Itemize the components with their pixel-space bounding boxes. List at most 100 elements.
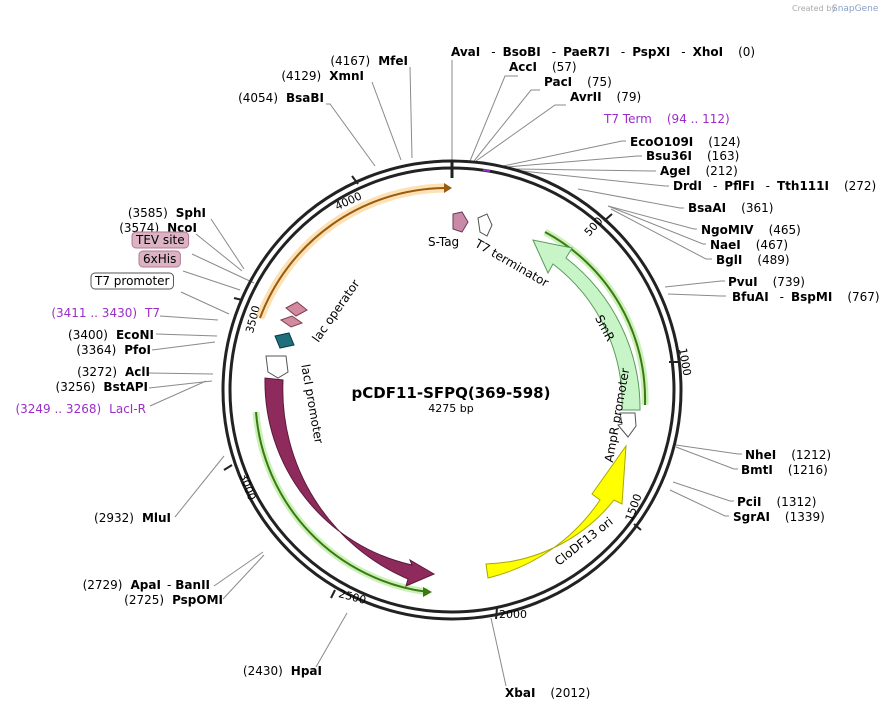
laci-promoter-label: lacI promoter — [298, 363, 326, 445]
site-label-xhoi: XhoI — [693, 45, 724, 59]
t7-term-marker — [482, 169, 491, 172]
site-position: (2430) — [243, 664, 283, 678]
site-position: (4167) — [330, 54, 370, 68]
site-label-pfoi: PfoI — [124, 343, 151, 357]
site-label-mfei: MfeI — [378, 54, 408, 68]
s-tag-arrow — [452, 211, 469, 233]
site-label-drdi: DrdI — [673, 179, 702, 193]
ampr-promoter-arrow — [617, 412, 637, 438]
site-label-naei: NaeI — [710, 238, 741, 252]
site-position: (4054) — [238, 91, 278, 105]
site-label-bfuai: BfuAI — [732, 290, 769, 304]
site-label-bsu36i: Bsu36I — [646, 149, 692, 163]
site-position: (767) — [847, 290, 879, 304]
tick-marks — [223, 175, 678, 620]
lac-operator-feature-1 — [285, 301, 308, 317]
lac-operator-label: lac operator — [309, 277, 362, 345]
enzyme-separator: - — [681, 45, 685, 59]
site-label-laci-r: LacI-R — [109, 402, 146, 416]
site-position: (465) — [769, 223, 801, 237]
plasmid-length: 4275 bp — [428, 402, 473, 415]
clodf13-ori-arrow — [485, 444, 627, 579]
site-label-mlui: MluI — [142, 511, 171, 525]
site-label-paci: PacI — [544, 75, 572, 89]
t7-terminator-arrow — [477, 213, 493, 237]
site-position: (1339) — [785, 510, 825, 524]
site-position: (1312) — [777, 495, 817, 509]
enzyme-separator: - — [780, 290, 784, 304]
site-position: (3364) — [76, 343, 116, 357]
site-label-tth111i: Tth111I — [777, 179, 829, 193]
site-label-pspxi: PspXI — [632, 45, 670, 59]
site-position: (3585) — [128, 206, 168, 220]
enzyme-separator: - — [713, 179, 717, 193]
feature-tag-box — [131, 231, 190, 249]
green-feature-left-arrowhead — [423, 587, 432, 597]
site-label-bstapi: BstAPI — [103, 380, 148, 394]
site-label-banii: BanII — [175, 578, 210, 592]
green-feature-left-arc — [255, 411, 429, 593]
site-position: (57) — [552, 60, 577, 74]
site-position: (489) — [757, 253, 789, 267]
site-position: (1216) — [788, 463, 828, 477]
site-position: (2725) — [124, 593, 164, 607]
site-position: (1212) — [791, 448, 831, 462]
site-label-acli: AclI — [125, 365, 150, 379]
site-position: (467) — [756, 238, 788, 252]
site-label-apai: ApaI — [130, 578, 160, 592]
site-label-pcii: PciI — [737, 495, 762, 509]
site-label-paer7i: PaeR7I — [563, 45, 610, 59]
s-tag-label: S-Tag — [428, 235, 459, 249]
site-position: (3400) — [68, 328, 108, 342]
smr-arrow — [532, 239, 641, 411]
site-position: (2012) — [550, 686, 590, 700]
site-label-bsaai: BsaAI — [688, 201, 726, 215]
site-label-t7-term: T7 Term — [603, 112, 652, 126]
feature-tag-tev-site: TEV site — [135, 233, 185, 247]
enzyme-separator: - — [167, 578, 171, 592]
site-label-acci: AccI — [509, 60, 537, 74]
site-labels: AvaI-BsoBI-PaeR7I-PspXI-XhoI(0)AccI(57)P… — [15, 45, 879, 700]
site-label-hpai: HpaI — [291, 664, 322, 678]
feature-tag-box — [138, 250, 181, 268]
tick-label-3000: 3000 — [237, 471, 259, 502]
site-position: (361) — [741, 201, 773, 215]
enzyme-separator: - — [552, 45, 556, 59]
site-label-avrii: AvrII — [570, 90, 602, 104]
site-position: (4129) — [281, 69, 321, 83]
site-position: (3272) — [77, 365, 117, 379]
site-position: (124) — [708, 135, 740, 149]
site-label-sgrai: SgrAI — [733, 510, 770, 524]
site-label-bsabi: BsaBI — [286, 91, 324, 105]
site-label-pvui: PvuI — [728, 275, 758, 289]
enzyme-separator: - — [621, 45, 625, 59]
site-position: (212) — [705, 164, 737, 178]
enzyme-separator: - — [491, 45, 495, 59]
site-position: (3256) — [56, 380, 96, 394]
site-position: (2729) — [83, 578, 123, 592]
feature-tag-6xhis: 6xHis — [143, 252, 176, 266]
site-position: (75) — [587, 75, 612, 89]
lac-operator-feature-2 — [279, 315, 304, 328]
site-label-agei: AgeI — [660, 164, 690, 178]
laci-arrow — [264, 377, 436, 587]
laci-promoter-arrow — [265, 355, 289, 379]
orange-feature-arrowhead — [444, 183, 452, 193]
snapgene-logo: SnapGene — [832, 4, 879, 14]
site-label-ecoo109i: EcoO109I — [630, 135, 693, 149]
feature-tag-box — [90, 272, 174, 290]
site-label-t7: T7 — [144, 306, 160, 320]
site-position: (2932) — [94, 511, 134, 525]
site-position: (94 .. 112) — [667, 112, 730, 126]
tick-label-2500: 2500 — [337, 587, 367, 607]
site-label-pspomi: PspOMI — [172, 593, 223, 607]
site-label-xmni: XmnI — [329, 69, 364, 83]
site-label-nhei: NheI — [745, 448, 776, 462]
site-label-bsobi: BsoBI — [503, 45, 541, 59]
label-leader-lines — [147, 60, 742, 687]
site-position: (3411 .. 3430) — [51, 306, 137, 320]
plasmid-name: pCDF11-SFPQ(369-598) — [352, 384, 551, 402]
site-position: (272) — [844, 179, 876, 193]
site-label-bmti: BmtI — [741, 463, 773, 477]
